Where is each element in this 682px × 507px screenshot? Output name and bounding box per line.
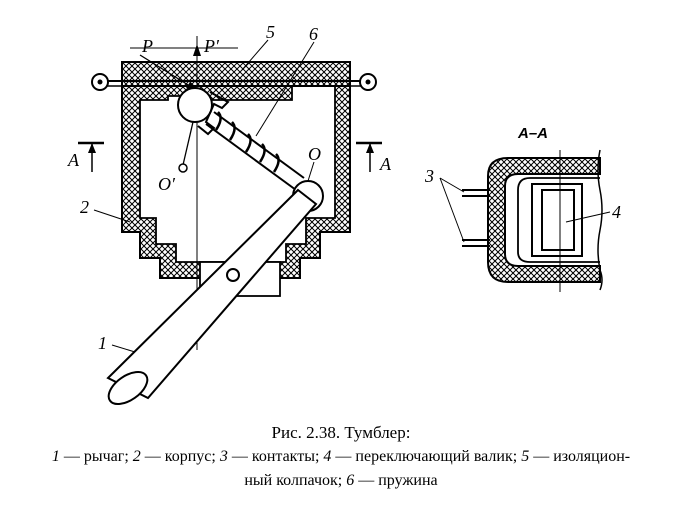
caption-item-num: 5	[521, 448, 530, 465]
upper-ball	[177, 87, 213, 123]
label-2: 2	[80, 197, 89, 217]
pivot-o-leader	[307, 161, 315, 182]
pivot-o-prime-point	[178, 163, 188, 173]
insulating-cap	[91, 61, 377, 91]
left-terminal-hole	[97, 79, 103, 85]
caption-line2-tail: — пружина	[354, 472, 438, 489]
caption-item-text: — корпус;	[140, 448, 220, 465]
lever-body	[106, 188, 318, 400]
lever	[106, 188, 318, 405]
spring	[214, 111, 280, 173]
label-section-title: A–A	[517, 125, 548, 142]
latch-hook	[197, 91, 230, 136]
leader-5	[241, 39, 269, 71]
label-o-prime: O′	[158, 174, 176, 194]
section-marker-left-head	[88, 143, 96, 153]
label-a-right: A	[379, 154, 392, 174]
label-p: P	[141, 36, 153, 56]
caption-item-text: — переключающий валик;	[331, 448, 522, 465]
caption-item-text: — рычаг;	[59, 448, 133, 465]
label-4: 4	[612, 202, 621, 222]
section-inner-frame	[517, 177, 600, 263]
leader-3-b	[439, 177, 465, 243]
caption-item-text: — изоляцион-	[529, 448, 631, 465]
toggle-switch-diagram: P P′ 5 6 O O′ A A 2 1 A–A 3 4	[67, 22, 621, 405]
leader-3-a	[439, 177, 465, 193]
section-markers	[78, 141, 382, 172]
shaft-upper-edge	[213, 111, 305, 179]
caption-line2-text: ный колпачок;	[244, 472, 347, 489]
label-o: O	[308, 144, 321, 164]
caption-item-num: 3	[219, 448, 228, 465]
section-shaft-inner	[541, 189, 575, 251]
section-view	[439, 149, 611, 292]
figure-caption-line-2: ный колпачок; 6 — пружина	[0, 470, 682, 492]
lever-label-leader	[111, 344, 136, 353]
figure-caption-line-1: 1 — рычаг; 2 — корпус; 3 — контакты; 4 —…	[0, 446, 682, 468]
section-marker-right-head	[366, 143, 374, 153]
force-p-prime-arrowhead	[193, 44, 201, 56]
lever-knob-end	[107, 371, 149, 405]
label-3: 3	[424, 166, 434, 186]
force-p-arrow	[139, 54, 194, 89]
label-1: 1	[98, 333, 107, 353]
right-terminal-hole	[365, 79, 371, 85]
caption-item-num: 1	[51, 448, 60, 465]
lever-hinge	[226, 268, 240, 282]
upper-pivot	[177, 87, 230, 173]
caption-item-num: 4	[323, 448, 332, 465]
caption-item-num: 2	[132, 448, 141, 465]
section-break-line	[597, 149, 603, 291]
label-5: 5	[266, 22, 275, 42]
leader-4	[565, 211, 611, 223]
figure-caption-title: Рис. 2.38. Тумблер:	[271, 423, 411, 442]
caption-line2-num: 6	[346, 472, 355, 489]
label-6: 6	[309, 24, 318, 44]
pivot-o-prime-rod	[182, 121, 194, 166]
label-p-prime: P′	[203, 36, 220, 56]
label-a-left: A	[67, 150, 80, 170]
leader-2	[93, 209, 131, 223]
shaft-lower-edge	[205, 123, 297, 191]
caption-item-text: — контакты;	[227, 448, 324, 465]
leader-6	[255, 41, 315, 137]
